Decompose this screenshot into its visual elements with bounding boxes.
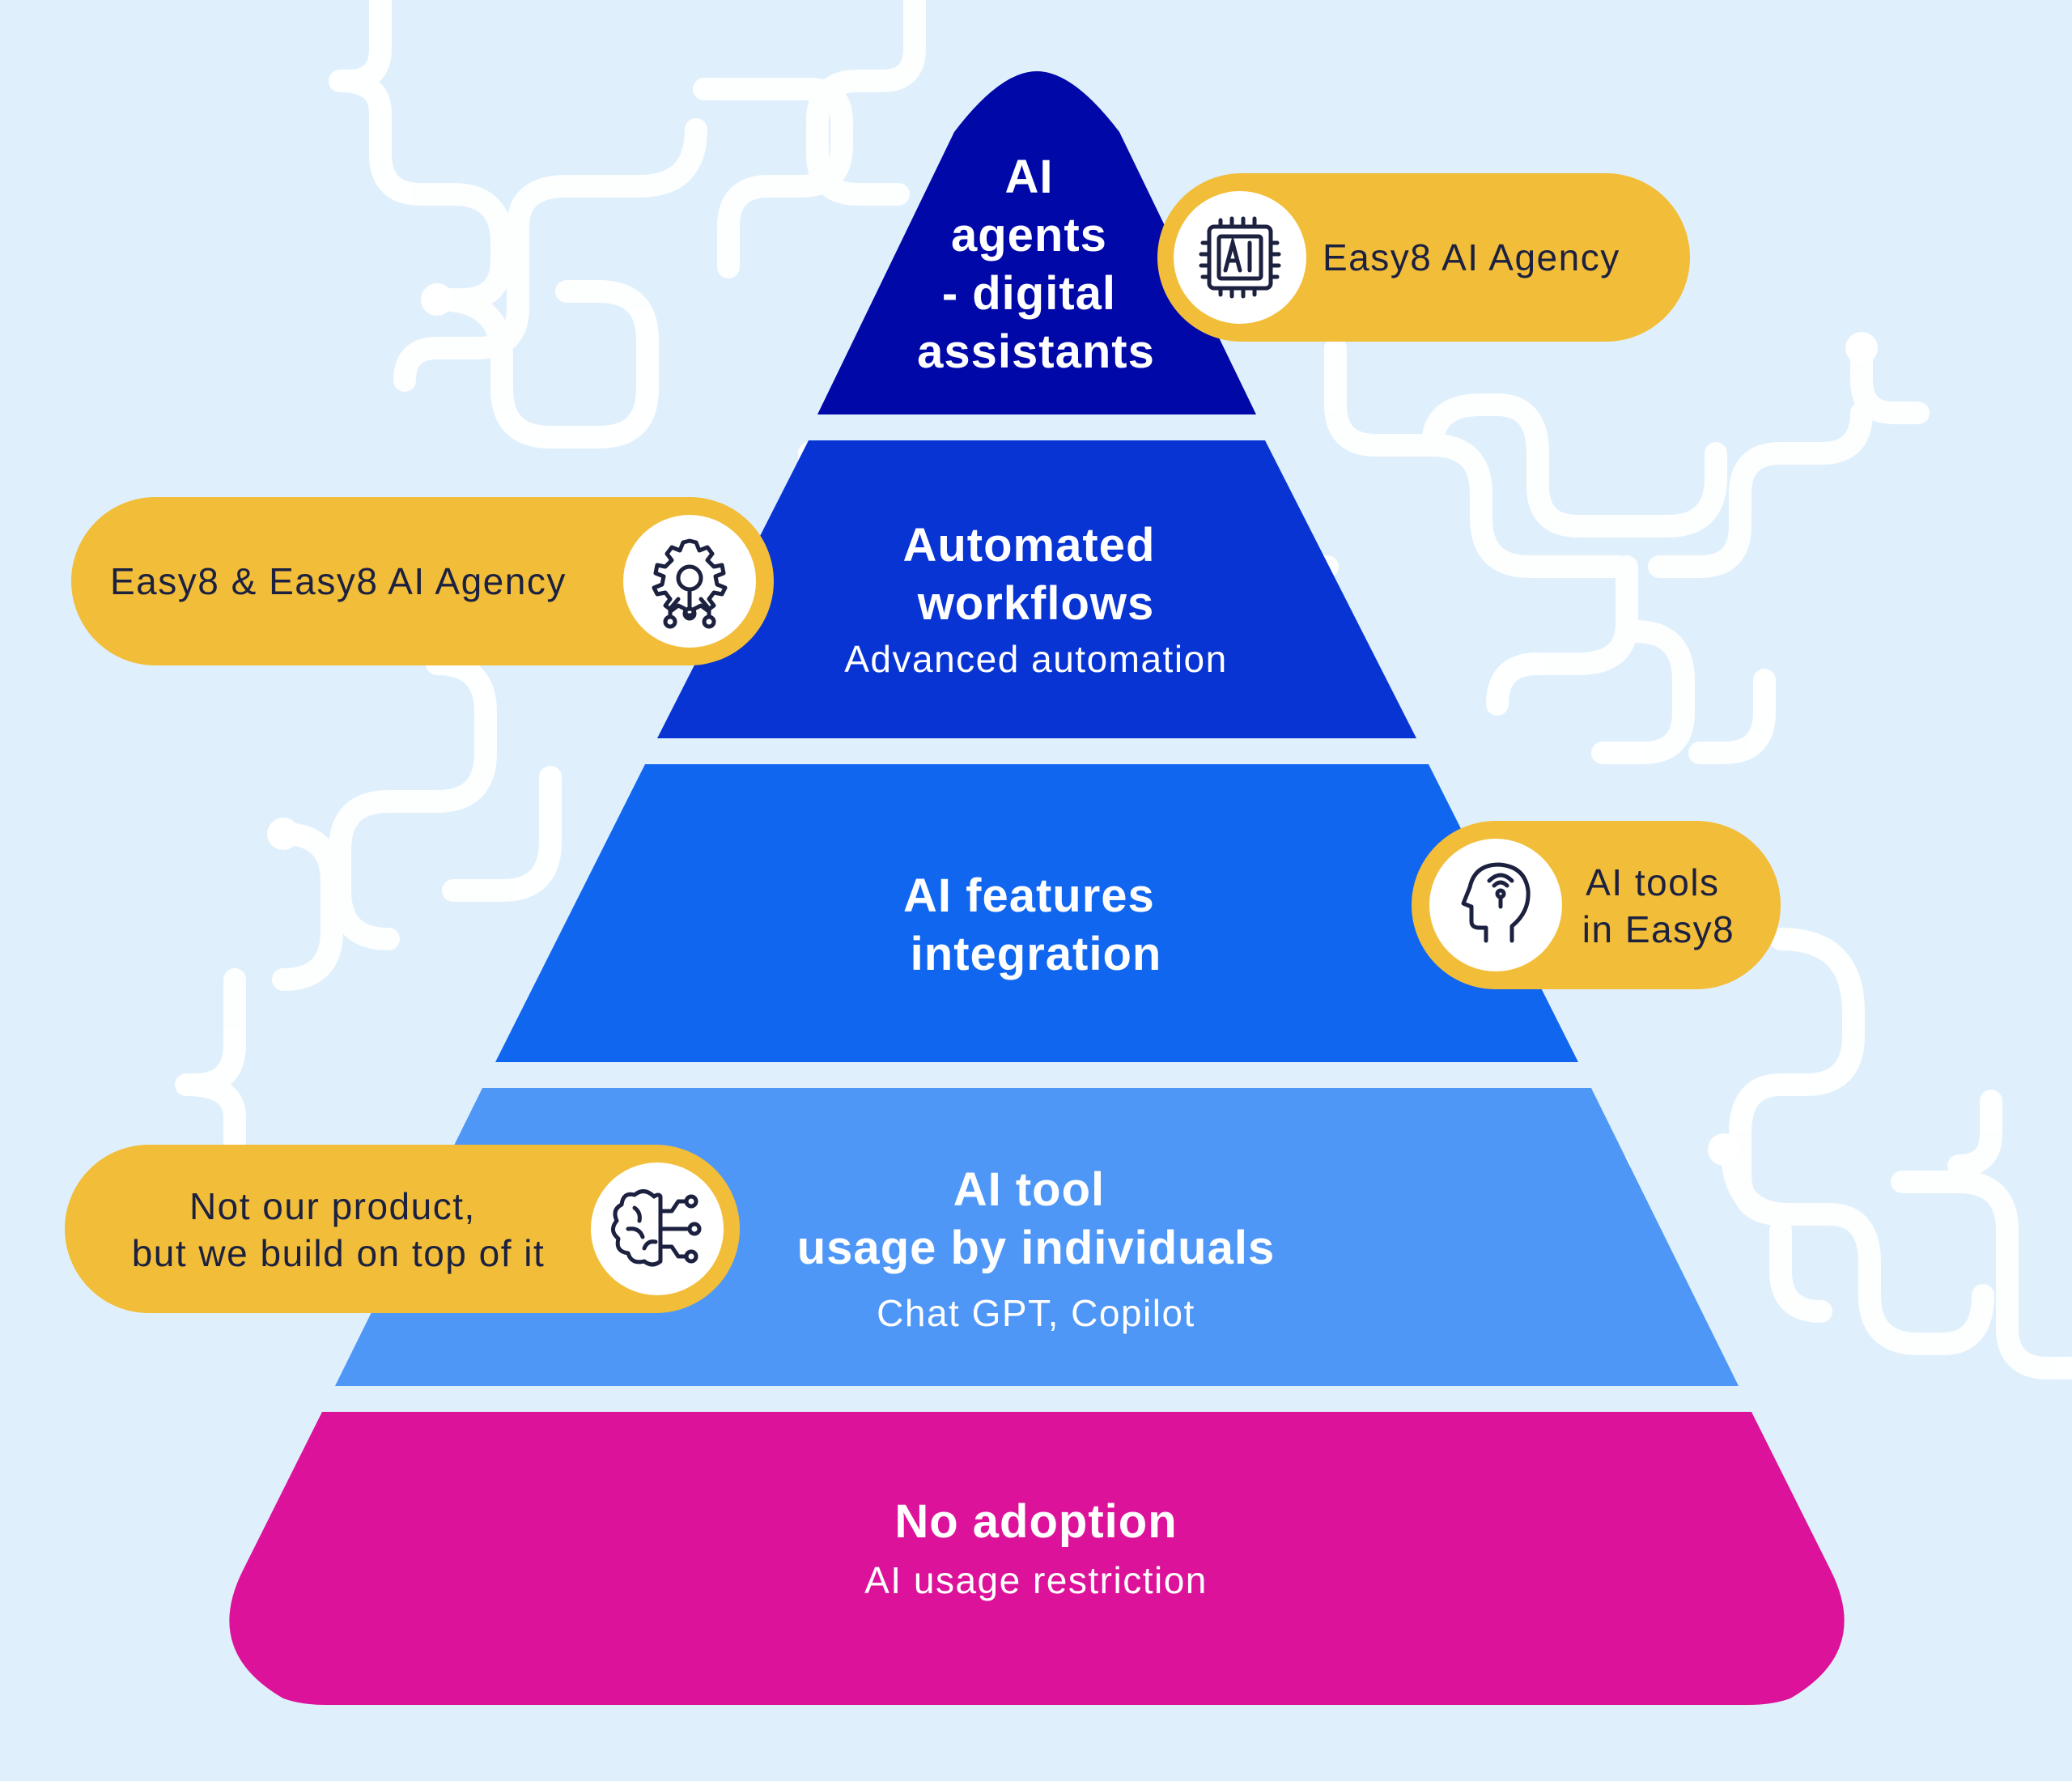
callout-ai-tools-easy8-icon-badge (1429, 839, 1562, 971)
tier-4-title-line-1: AI tool (953, 1163, 1105, 1216)
callout-ai-agency-label: Easy8 AI Agency (1323, 236, 1620, 278)
tier-3-title-line-2: integration (911, 928, 1162, 980)
tier-3-shape (495, 764, 1578, 1062)
ai-chip-icon (1199, 216, 1281, 299)
callout-not-our-product-line-2: but we build on top of it (132, 1232, 546, 1274)
callout-not-our-product-pill (65, 1145, 740, 1313)
callout-ai-agency-icon-badge (1174, 191, 1306, 324)
tier-1-title: AI agents - digital assistants (917, 151, 1155, 378)
tier-4-subtitle: Chat GPT, Copilot (877, 1292, 1195, 1334)
tier-2-subtitle: Advanced automation (844, 638, 1227, 680)
tier-1-title-line-4: assistants (917, 325, 1155, 378)
tier-3-title: AI features integration (903, 869, 1169, 980)
tier-5-title: No adoption (894, 1495, 1177, 1548)
head-signal-icon (1461, 862, 1531, 943)
callout-not-our-product: Not our product, but we build on top of … (65, 1145, 740, 1313)
callout-not-our-product-icon-badge (591, 1163, 724, 1295)
tier-2-title-line-2: workflows (917, 577, 1155, 630)
tier-4-title: AI tool usage by individuals (797, 1163, 1275, 1274)
tier-2-title-line-1: Automated (902, 519, 1155, 572)
background-circuit-dots (267, 283, 1878, 1166)
callout-not-our-product-line-1: Not our product, (189, 1185, 476, 1227)
tier-2-shape (657, 440, 1416, 738)
callout-ai-agency: Easy8 AI Agency (1157, 173, 1690, 342)
callout-ai-tools-easy8: AI tools in Easy8 (1412, 821, 1781, 989)
tier-5-shape (229, 1412, 1845, 1705)
callout-not-our-product-label: Not our product, but we build on top of … (132, 1185, 546, 1274)
callout-easy8-and-ai-agency-label: Easy8 & Easy8 AI Agency (110, 560, 567, 602)
callout-easy8-and-ai-agency: Easy8 & Easy8 AI Agency (71, 497, 774, 665)
callout-easy8-and-ai-agency-icon-badge (623, 515, 756, 648)
tier-3-title-line-1: AI features (903, 869, 1155, 922)
tier-5-subtitle: AI usage restriction (864, 1559, 1208, 1601)
tier-1-shape (817, 71, 1256, 414)
tier-1-title-line-2: agents (951, 209, 1107, 261)
gear-network-icon (652, 538, 728, 629)
tier-2-title: Automated workflows (902, 519, 1169, 630)
tier-1-title-line-1: AI (1004, 151, 1053, 203)
tier-4-title-line-2: usage by individuals (797, 1222, 1275, 1274)
callout-easy8-and-ai-agency-pill (71, 497, 774, 665)
callout-ai-tools-easy8-label: AI tools in Easy8 (1582, 861, 1734, 950)
brain-circuit-icon (611, 1189, 702, 1267)
callout-ai-tools-easy8-line-2: in Easy8 (1582, 908, 1734, 950)
tier-1-title-line-3: - digital (942, 267, 1116, 320)
callout-ai-tools-easy8-line-1: AI tools (1586, 861, 1719, 903)
